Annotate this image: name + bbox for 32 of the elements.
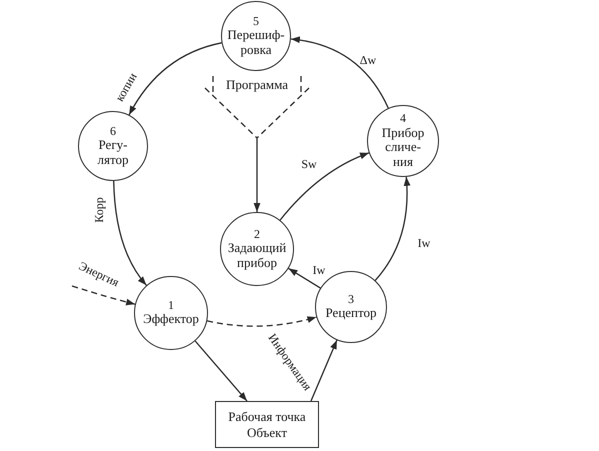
edge-label: Iw [418,237,430,249]
arrow [290,36,389,108]
arrow [194,340,248,402]
node-label: Объект [247,424,287,440]
node-number: 4 [400,112,406,126]
edge-label: Δw [360,54,376,66]
node-number: 1 [168,299,174,312]
node-label: Задающий прибор [226,241,288,270]
arrow [128,42,222,116]
arrow [288,268,321,289]
object-box [215,401,319,448]
node-label: Рецептор [324,306,378,321]
node-number: 6 [110,124,116,138]
arrow [374,176,410,281]
node-label: Эффектор [142,312,200,327]
node-label: Рабочая точка [228,408,306,424]
arrow [280,152,370,221]
edge-label: Iw [312,264,326,276]
edge-label: Sw [301,158,317,170]
node-number: 3 [348,293,354,306]
node-number: 2 [254,228,260,242]
node-number: 5 [253,14,259,28]
arrow [254,138,260,212]
node-label: Программа [224,78,290,91]
node-label: Перешиф- ровка [226,28,286,58]
node-label: Прибор сличе- ния [380,126,426,170]
arrow [310,340,338,402]
dashed-arrow [206,316,317,327]
node-label: Регу- лятор [96,138,130,168]
edge-label: Корр [93,197,105,223]
dashed-arrow [72,285,136,306]
arrow [113,180,147,286]
